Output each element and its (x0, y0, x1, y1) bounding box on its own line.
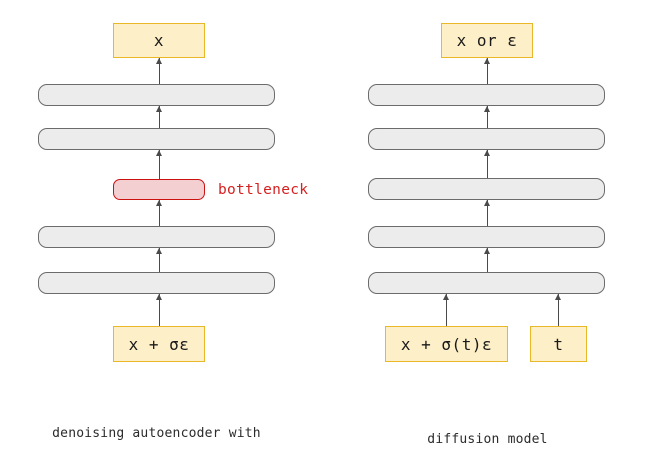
right-input-box-data: x + σ(t)ε (385, 326, 508, 362)
right-output-box-label: x or ε (456, 31, 518, 50)
right-input-box-data-label: x + σ(t)ε (400, 334, 493, 354)
left-input-box: x + σε (113, 326, 205, 362)
left-caption: denoising autoencoder with additive Gaus… (19, 391, 294, 450)
left-output-box: x (113, 23, 205, 58)
right-layer-bar-0 (368, 84, 605, 106)
left-layer-bar-3 (38, 272, 275, 294)
right-layer-bar-2 (368, 178, 605, 200)
left-layer-bar-0 (38, 84, 275, 106)
right-layer-bar-3 (368, 226, 605, 248)
left-layer-bar-2 (38, 226, 275, 248)
bottleneck-box (113, 179, 205, 200)
bottleneck-annotation: bottleneck (218, 182, 309, 198)
right-output-box: x or ε (441, 23, 533, 58)
left-caption-line-1: denoising autoencoder with (52, 426, 261, 441)
right-caption-line-1: diffusion model (427, 432, 548, 447)
left-input-box-label: x + σε (128, 334, 190, 354)
right-caption: diffusion model (355, 397, 620, 450)
right-input-box-time: t (530, 326, 587, 362)
right-layer-bar-4 (368, 272, 605, 294)
right-input-box-time-label: t (553, 334, 564, 354)
left-output-box-label: x (153, 31, 165, 50)
right-layer-bar-1 (368, 128, 605, 150)
left-layer-bar-1 (38, 128, 275, 150)
